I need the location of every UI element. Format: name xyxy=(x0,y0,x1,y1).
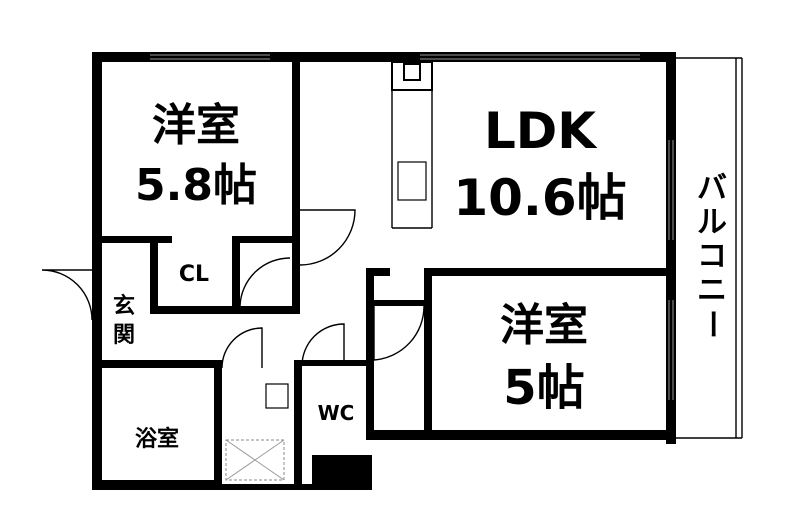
balcony-outline xyxy=(670,57,743,439)
western-room-1-name: 洋室 xyxy=(152,100,240,151)
entrance-label-1: 玄 xyxy=(113,293,135,319)
western-room-1-size: 5.8帖 xyxy=(135,160,257,211)
western-room-2-size: 5帖 xyxy=(503,360,584,416)
bathroom-label: 浴室 xyxy=(135,426,179,452)
balcony-char-1: バ xyxy=(697,171,727,206)
western-room-2-name: 洋室 xyxy=(500,300,588,351)
toilet-label: WC xyxy=(318,401,355,425)
fixtures xyxy=(225,383,289,481)
kitchen-counter xyxy=(391,61,433,229)
ldk-size: 10.6帖 xyxy=(453,169,626,227)
entrance-label-2: 関 xyxy=(113,323,135,348)
balcony-char-4: ニ xyxy=(697,273,727,308)
window-lines xyxy=(150,54,674,400)
ldk-name: LDK xyxy=(484,102,598,160)
balcony-char-3: コ xyxy=(697,239,727,274)
interior-walls xyxy=(92,52,676,490)
exterior-walls xyxy=(92,52,676,490)
closet-label: CL xyxy=(179,262,209,287)
balcony-label: バ ル コ ニ ー xyxy=(694,171,729,339)
doors xyxy=(41,209,425,369)
balcony-char-2: ル xyxy=(697,205,727,240)
balcony-char-5: ー xyxy=(694,309,729,339)
